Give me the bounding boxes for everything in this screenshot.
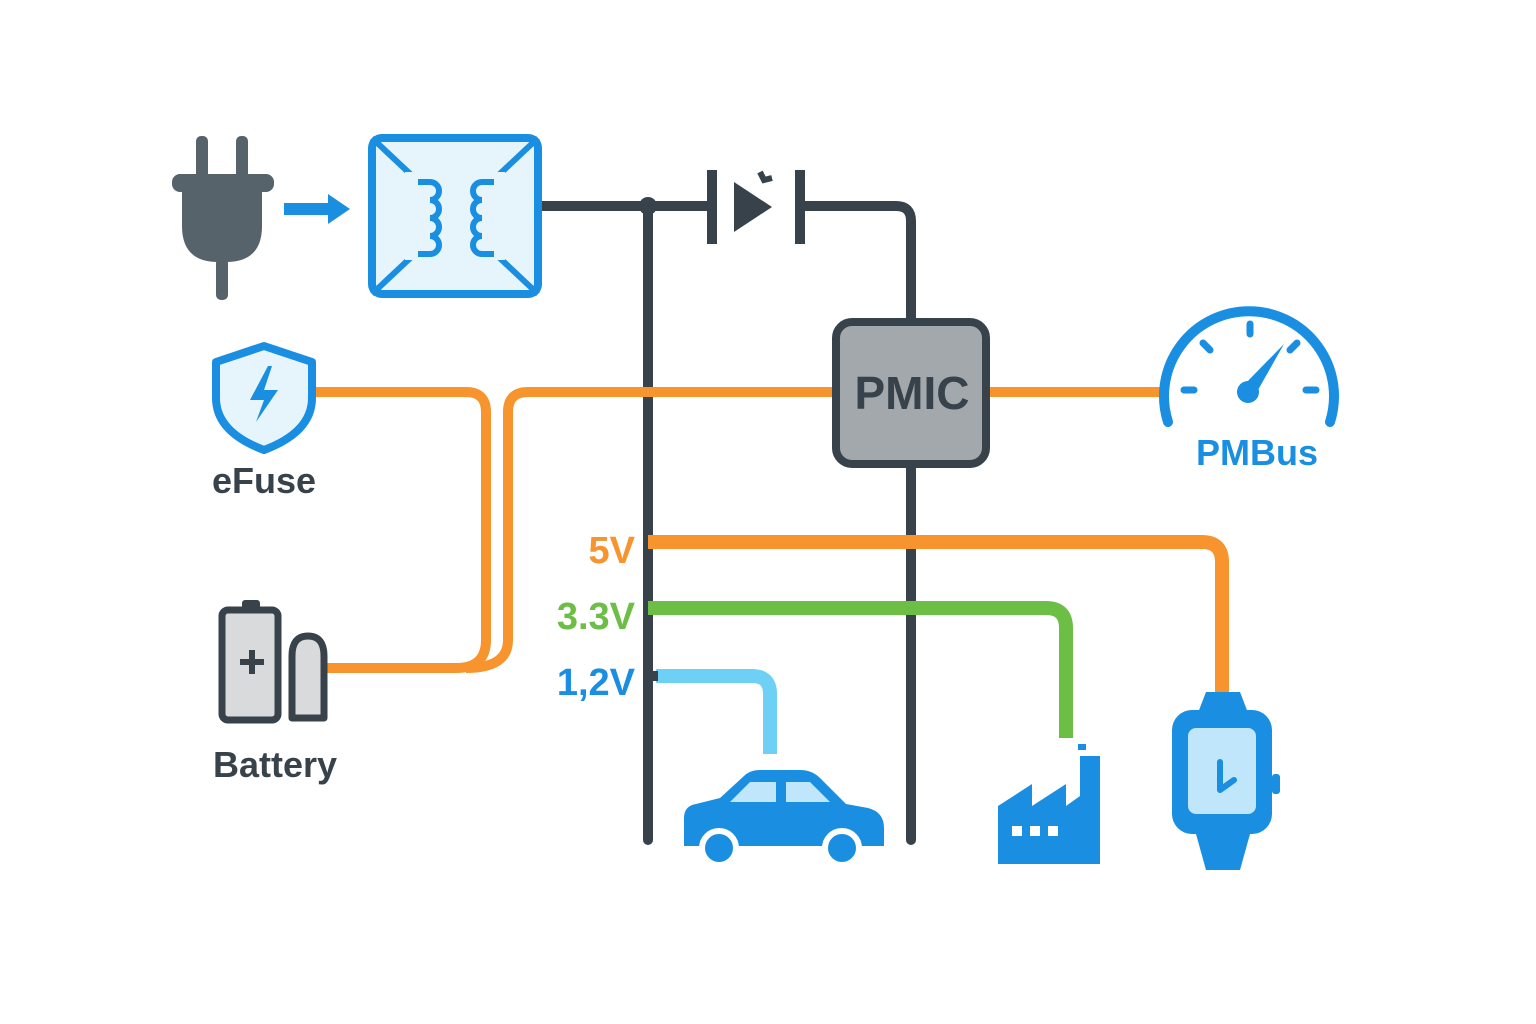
diode-output-wire [800, 201, 916, 322]
efuse-label: eFuse [212, 460, 317, 501]
rail-label-1v2: 1,2V [556, 662, 635, 704]
pmbus-label: PMBus [1196, 432, 1319, 473]
transformer-icon [368, 134, 542, 298]
battery-label: Battery [213, 744, 338, 785]
smartwatch-icon [1172, 692, 1280, 870]
pmic-chip [832, 318, 990, 468]
junction-node [639, 197, 657, 215]
rail-1v2-wire [656, 669, 777, 754]
battery-icon [218, 600, 328, 724]
rail-label-5v: 5V [588, 530, 635, 572]
factory-icon [998, 744, 1100, 864]
rail-3v3-wire [648, 601, 1073, 738]
efuse-shield-icon [212, 342, 316, 454]
efuse-wire [312, 387, 491, 673]
gauge-icon [1159, 306, 1339, 427]
arrow-right-icon [284, 194, 350, 224]
power-plug-icon [172, 136, 274, 300]
rail-label-3v3: 3.3V [556, 596, 635, 638]
diode-icon [707, 170, 805, 244]
rail-5v-wire [648, 535, 1229, 692]
pmic-label: PMIC [854, 367, 970, 419]
car-icon [684, 770, 884, 868]
pmic-control-wire [465, 387, 836, 673]
